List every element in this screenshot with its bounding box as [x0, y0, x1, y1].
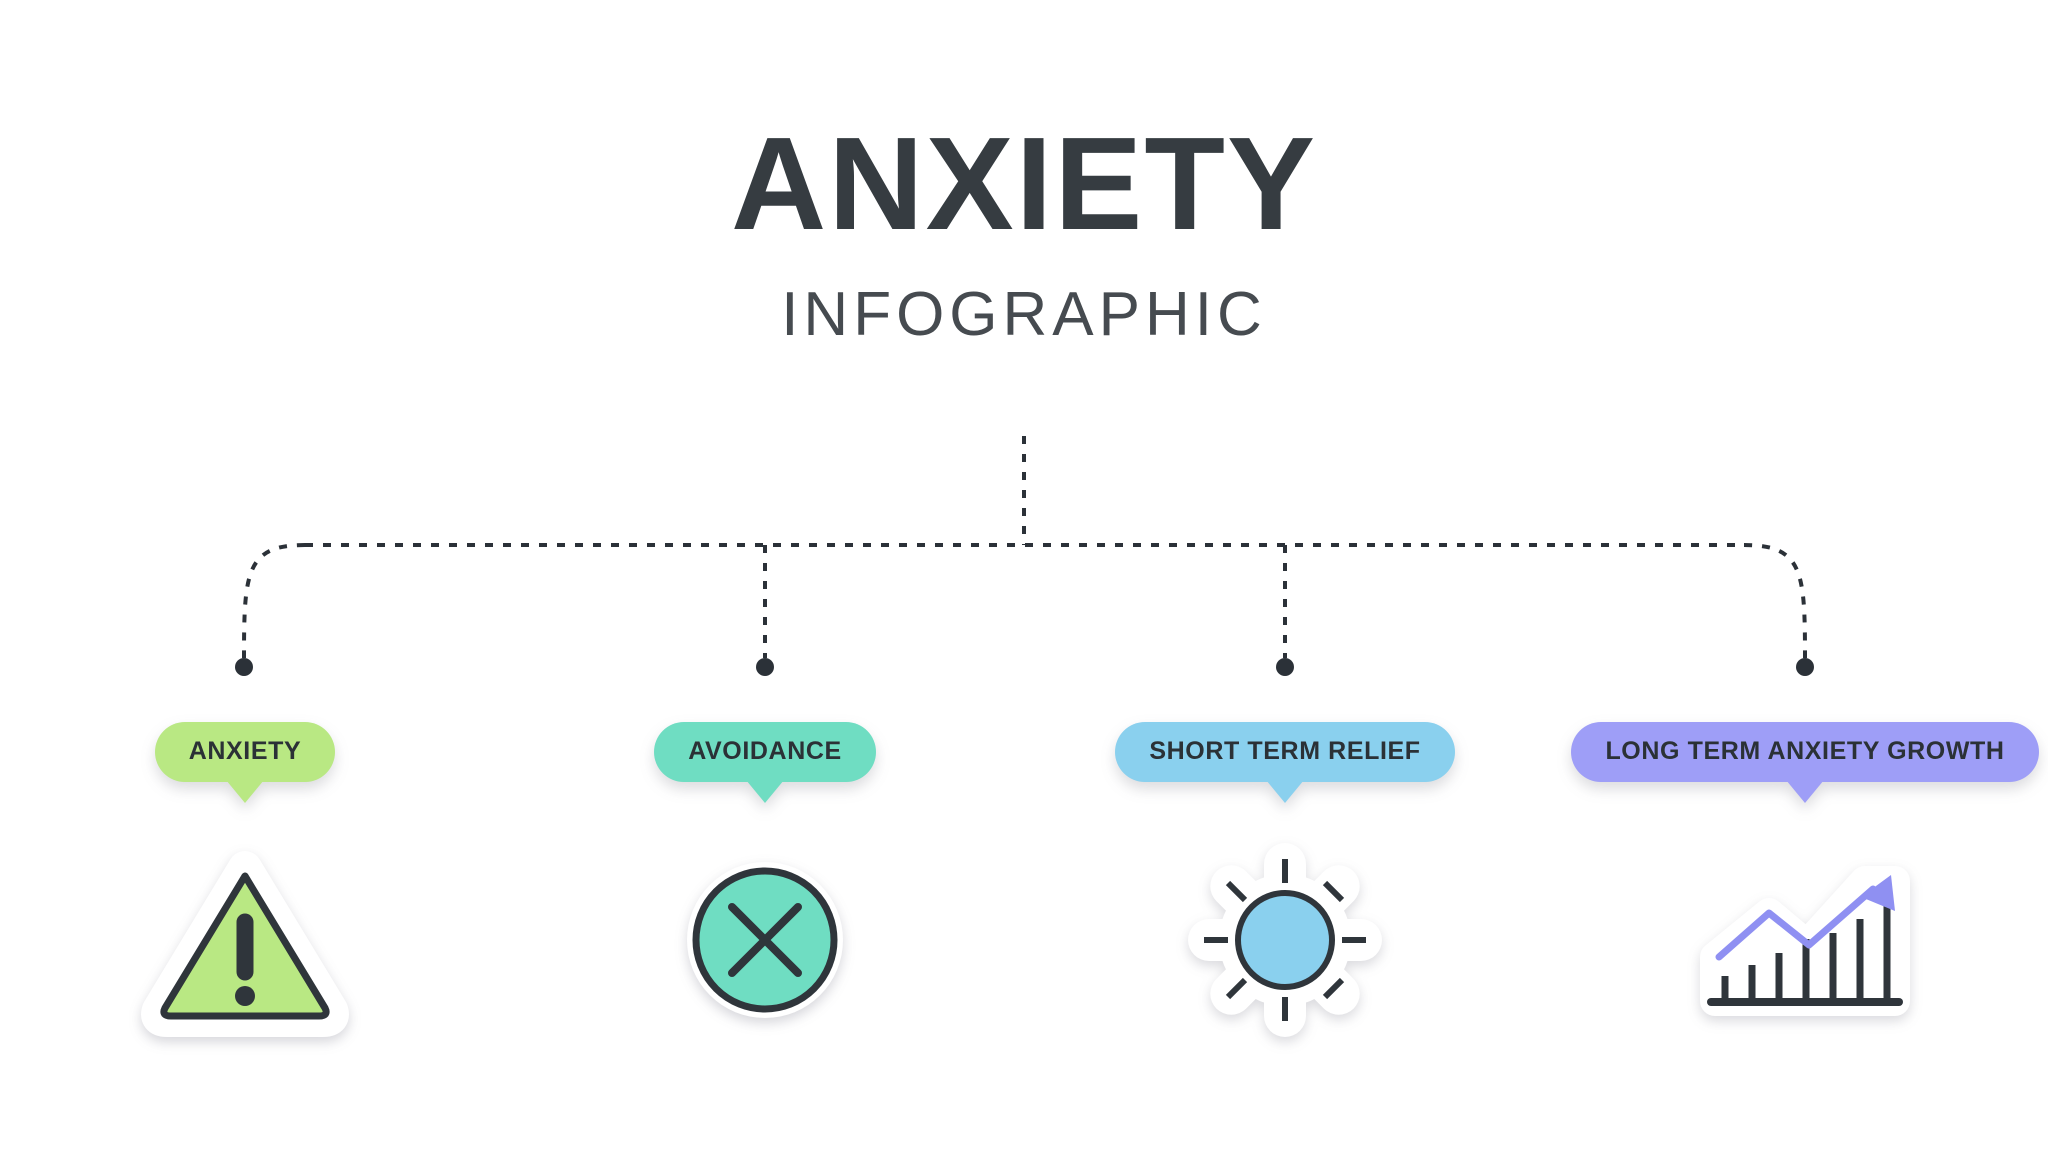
step-avoidance: AVOIDANCE — [535, 722, 995, 1045]
pill-body-long-term-anxiety-growth[interactable]: LONG TERM ANXIETY GROWTH — [1571, 722, 2039, 782]
pill-label-avoidance: AVOIDANCE — [688, 737, 842, 765]
pill-body-anxiety[interactable]: ANXIETY — [154, 722, 336, 782]
pill-short-term-relief[interactable]: SHORT TERM RELIEF — [1115, 722, 1455, 803]
icon-slot-short-term-relief — [1155, 835, 1415, 1045]
icon-slot-anxiety — [115, 835, 375, 1045]
step-anxiety: ANXIETY — [15, 722, 475, 1045]
pill-tail-long-term-anxiety-growth — [1786, 780, 1824, 803]
pill-body-avoidance[interactable]: AVOIDANCE — [654, 722, 876, 782]
step-long-term-anxiety-growth: LONG TERM ANXIETY GROWTH — [1571, 722, 2039, 1045]
header: ANXIETY INFOGRAPHIC — [0, 118, 2048, 346]
step-short-term-relief: SHORT TERM RELIEF — [1055, 722, 1515, 1045]
circle-x-icon — [687, 862, 843, 1018]
pill-long-term-anxiety-growth[interactable]: LONG TERM ANXIETY GROWTH — [1571, 722, 2039, 803]
icon-slot-avoidance — [635, 835, 895, 1045]
page-subtitle: INFOGRAPHIC — [781, 280, 1267, 349]
sun-icon — [1188, 843, 1382, 1037]
growth-chart-icon — [1700, 865, 1910, 1016]
pill-body-short-term-relief[interactable]: SHORT TERM RELIEF — [1115, 722, 1455, 782]
warning-triangle-icon — [141, 851, 349, 1037]
pill-label-anxiety: ANXIETY — [188, 737, 302, 765]
page-title: ANXIETY — [730, 110, 1318, 257]
pill-tail-avoidance — [746, 780, 784, 803]
pill-tail-anxiety — [226, 780, 264, 803]
pill-avoidance[interactable]: AVOIDANCE — [654, 722, 876, 803]
pill-anxiety[interactable]: ANXIETY — [154, 722, 336, 803]
pill-label-long-term-anxiety-growth: LONG TERM ANXIETY GROWTH — [1605, 737, 2005, 765]
pill-tail-short-term-relief — [1266, 780, 1304, 803]
icon-slot-long-term-anxiety-growth — [1675, 835, 1935, 1045]
pill-label-short-term-relief: SHORT TERM RELIEF — [1149, 737, 1421, 765]
